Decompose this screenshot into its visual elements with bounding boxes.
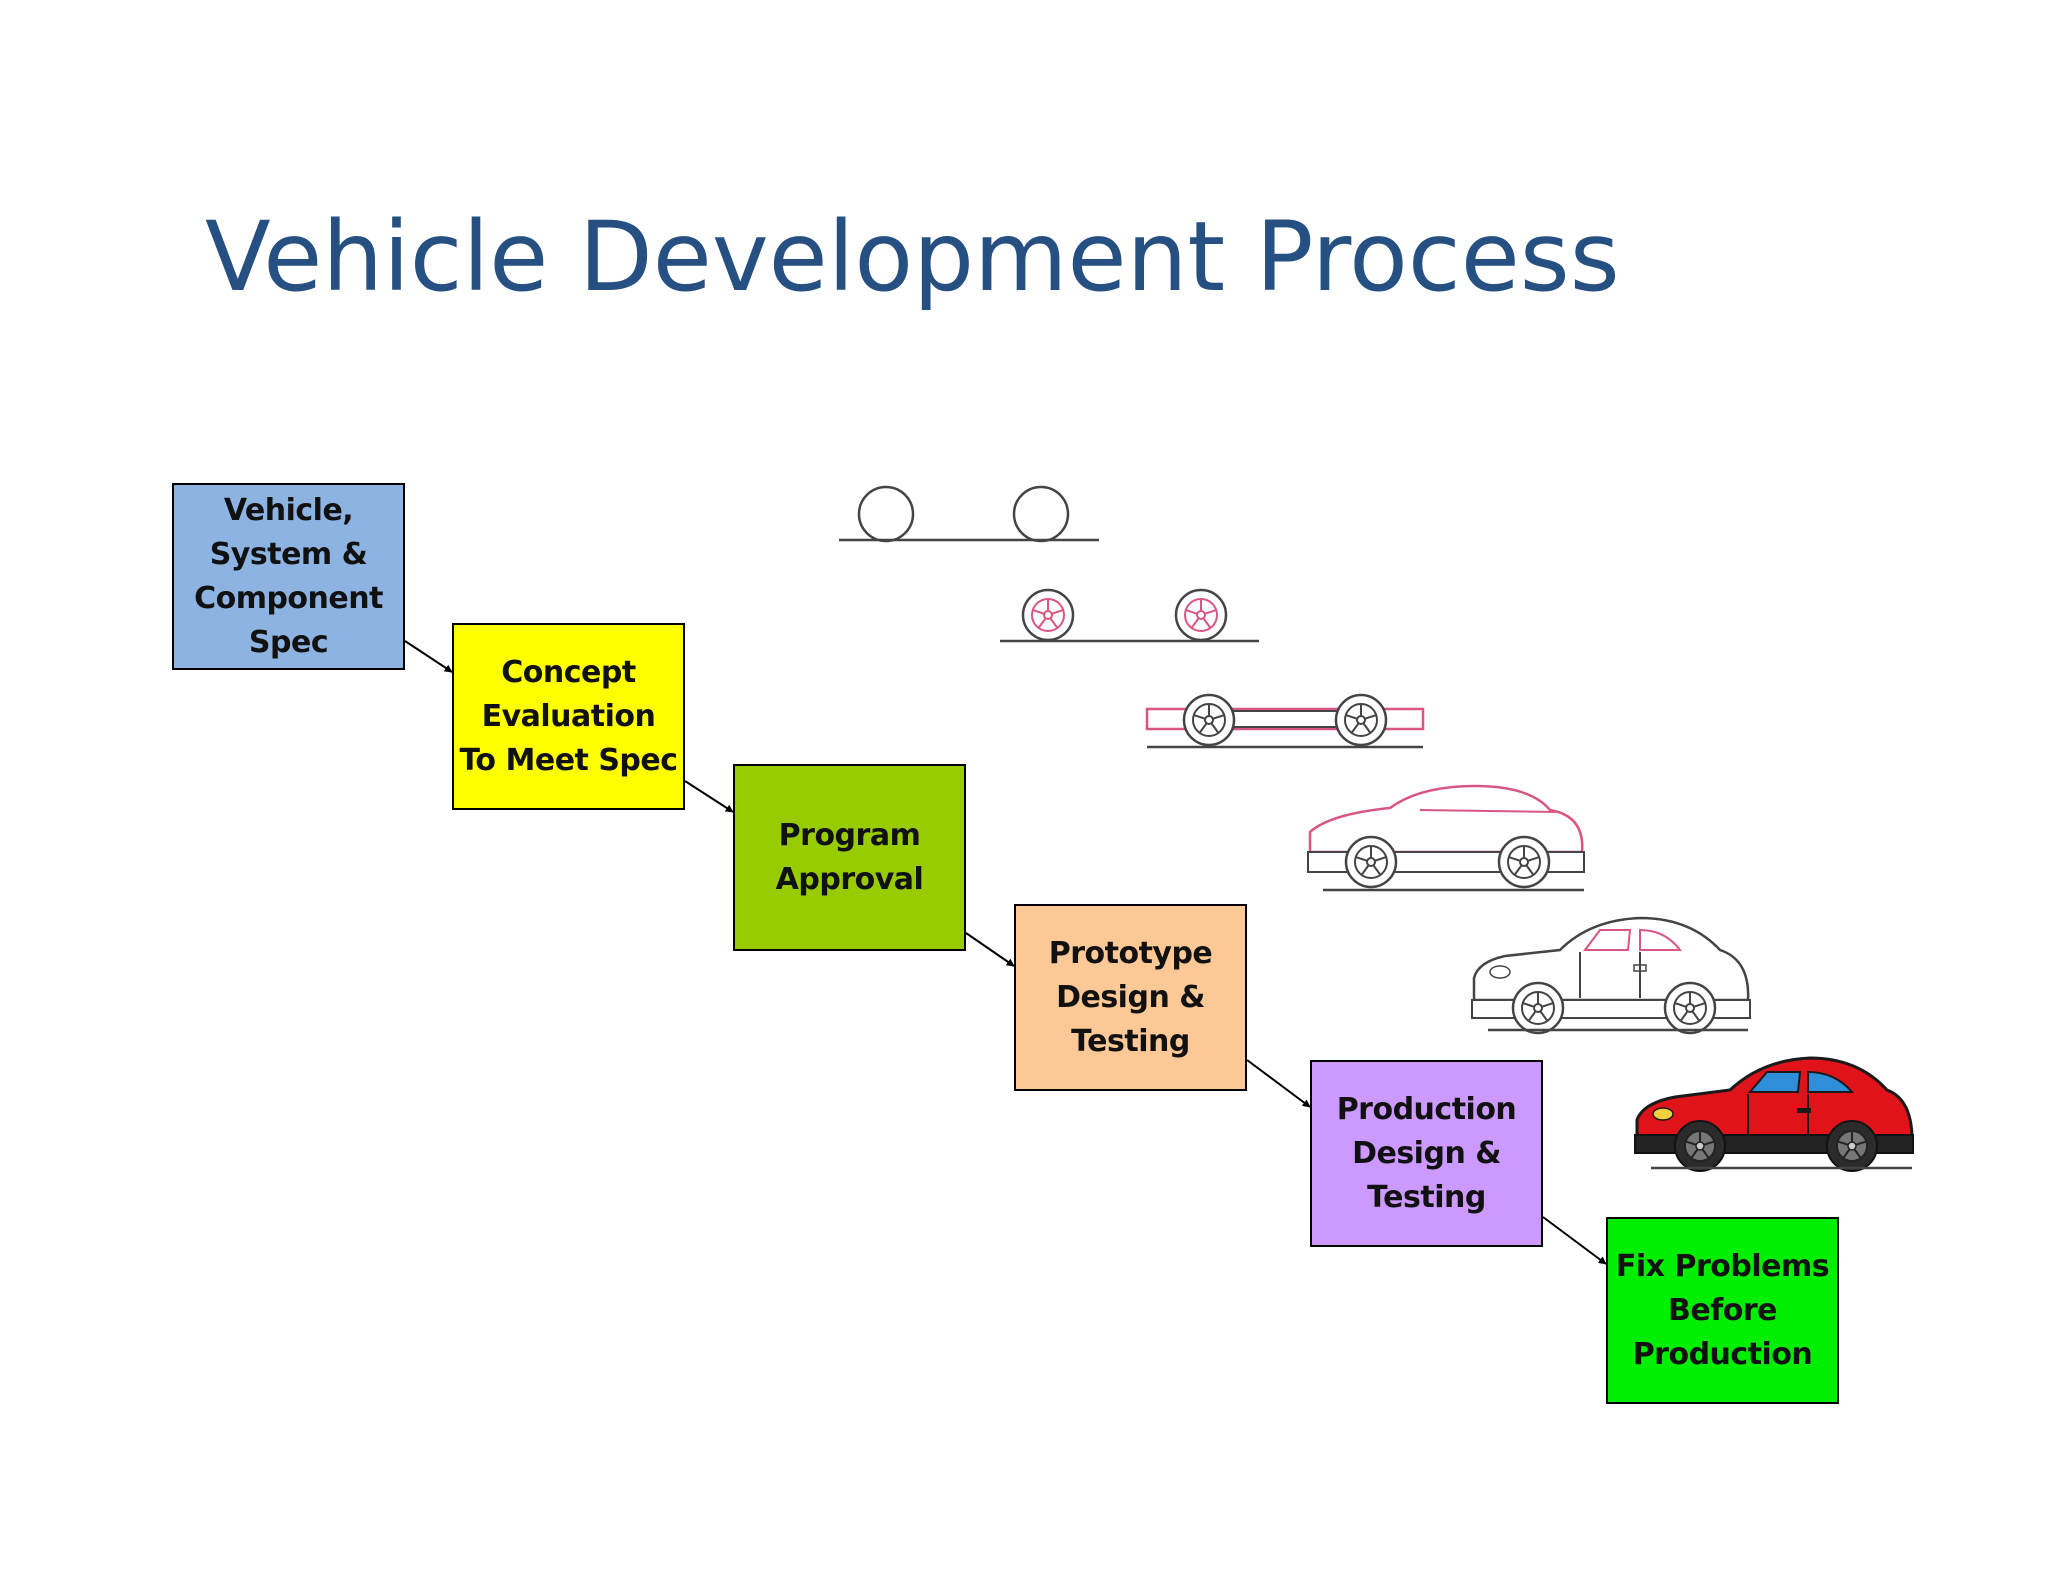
step-concept-evaluation-label: Concept Evaluation To Meet Spec — [459, 654, 678, 778]
car-stage-body-outline — [1307, 784, 1585, 892]
arrow-1 — [404, 640, 453, 673]
step-fix-problems: Fix Problems Before Production — [1606, 1217, 1839, 1404]
arrow-4 — [1246, 1059, 1311, 1108]
car-stage-wheels-outline — [839, 485, 1099, 543]
step-production: Production Design & Testing — [1310, 1060, 1543, 1247]
car-stage-chassis — [1145, 693, 1425, 749]
step-production-label: Production Design & Testing — [1336, 1091, 1517, 1215]
step-spec-label: Vehicle, System & Component Spec — [194, 492, 383, 660]
step-program-approval: Program Approval — [733, 764, 966, 951]
arrow-5 — [1542, 1216, 1607, 1265]
step-concept-evaluation: Concept Evaluation To Meet Spec — [452, 623, 685, 810]
slide-title: Vehicle Development Process — [205, 201, 1620, 313]
car-stage-line-art — [1471, 916, 1751, 1035]
arrow-3 — [965, 932, 1015, 967]
car-stage-wheels-detailed — [1000, 588, 1259, 643]
step-fix-problems-label: Fix Problems Before Production — [1615, 1248, 1830, 1372]
arrow-2 — [684, 780, 734, 813]
car-stage-finished-car — [1634, 1056, 1914, 1172]
step-program-approval-label: Program Approval — [775, 817, 924, 897]
step-prototype-label: Prototype Design & Testing — [1048, 935, 1213, 1059]
step-spec: Vehicle, System & Component Spec — [172, 483, 405, 670]
step-prototype: Prototype Design & Testing — [1014, 904, 1247, 1091]
